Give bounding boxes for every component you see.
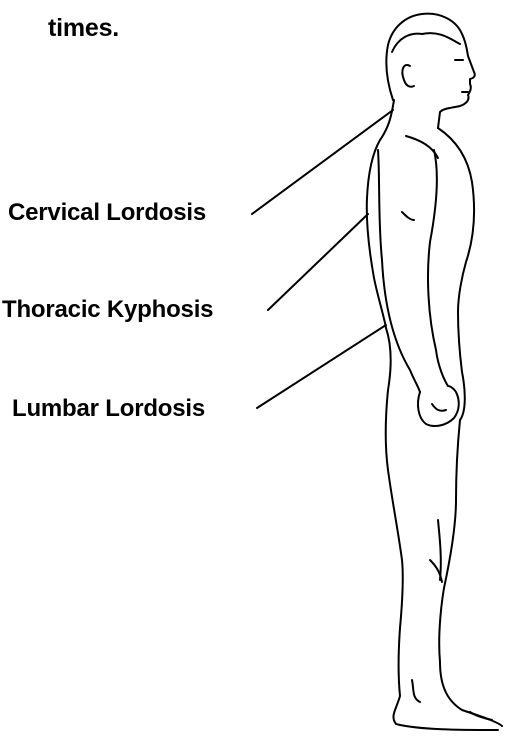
front-outline [438, 128, 502, 726]
ear-outline [402, 65, 414, 87]
foot-detail [412, 680, 420, 702]
hair-outline [392, 33, 460, 52]
leader-line-lumbar [257, 325, 386, 408]
toes-detail [470, 712, 492, 720]
chest-detail [402, 212, 414, 220]
shoulder-detail [406, 136, 438, 158]
arm-outline [378, 150, 420, 392]
head-outline [386, 14, 474, 128]
hand-outline [418, 386, 459, 426]
leader-line-thoracic [268, 214, 368, 310]
hand-detail [432, 404, 446, 411]
arm-front-outline [428, 150, 448, 386]
back-outline [367, 100, 498, 730]
